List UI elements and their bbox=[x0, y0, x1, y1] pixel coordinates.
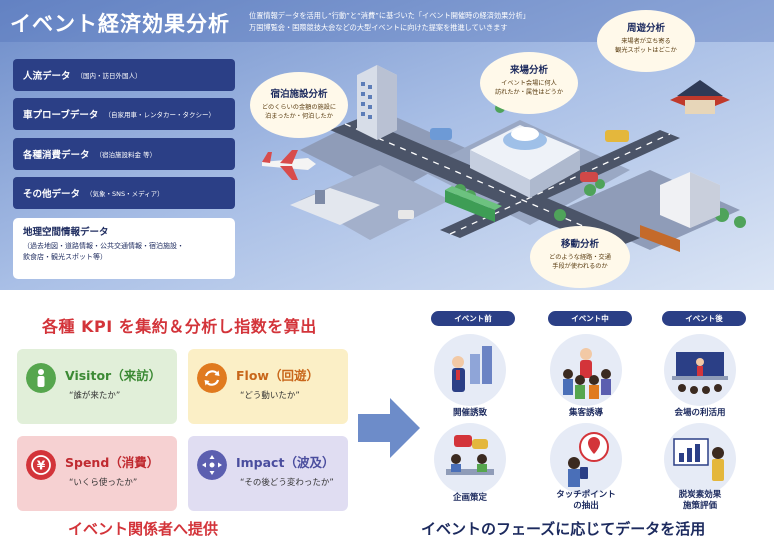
data-source-other: その他データ （気象・SNS・メディア） bbox=[13, 177, 235, 209]
use-label-line-2: 施策評価 bbox=[682, 501, 717, 511]
bubble-desc-line-2: 手段が使われるのか bbox=[552, 263, 608, 270]
kpi-card-spend: ¥ Spend（消費） “いくら使ったか” bbox=[17, 436, 177, 511]
top-panel: イベント経済効果分析 位置情報データを活用し“行動”と“消費”に基づいた「イベン… bbox=[0, 0, 774, 290]
yen-icon: ¥ bbox=[26, 450, 56, 480]
use-label-line-1: 脱炭素効果 bbox=[678, 490, 722, 500]
use-illustration-venue bbox=[664, 334, 736, 406]
bubble-desc: 来場者が立ち寄る 観光スポットはどこか bbox=[597, 37, 695, 55]
person-icon bbox=[26, 363, 56, 393]
kpi-title: 各種 KPI を集約＆分析し指数を算出 bbox=[42, 317, 317, 336]
svg-text:¥: ¥ bbox=[37, 459, 46, 473]
chart-board-illustration bbox=[673, 438, 724, 481]
stage-illustration bbox=[672, 352, 728, 394]
bubble-visit-analysis: 来場分析 イベント会場に何人 訪れたか・属性はどうか bbox=[480, 52, 578, 114]
bubble-desc-line-1: 来場者が立ち寄る bbox=[621, 38, 671, 45]
crowd-illustration bbox=[563, 348, 611, 399]
kpi-card-desc: “いくら使ったか” bbox=[69, 478, 138, 488]
bubble-desc-line-1: どのような経路・交通 bbox=[549, 254, 611, 261]
geo-data-detail-line-2: 飲食店・観光スポット等） bbox=[23, 253, 107, 261]
data-source-label: 車プローブデータ bbox=[23, 110, 99, 121]
use-label-decarbon: 脱炭素効果 施策評価 bbox=[650, 490, 750, 512]
use-label-planning: 企画策定 bbox=[452, 493, 487, 503]
phase-before: イベント前 bbox=[431, 311, 515, 326]
data-source-people-flow: 人流データ （国内・訪日外国人） bbox=[13, 59, 235, 91]
phone-map-illustration bbox=[568, 432, 609, 487]
data-source-consumption: 各種消費データ （宿泊施設料金 等） bbox=[13, 138, 235, 170]
kpi-card-name: Impact（波及） bbox=[236, 455, 335, 470]
page-subtitle: 位置情報データを活用し“行動”と“消費”に基づいた「イベント開催時の経済効果分析… bbox=[249, 10, 589, 34]
bubble-title: 移動分析 bbox=[560, 239, 599, 250]
subtitle-line-2: 万国博覧会・国際競技大会などの大型イベントに向けた提案を推進していきます bbox=[249, 23, 508, 32]
presenter-illustration bbox=[452, 346, 492, 392]
data-source-detail: （気象・SNS・メディア） bbox=[86, 190, 164, 198]
bubble-title: 周遊分析 bbox=[626, 23, 665, 34]
use-illustration-bidding bbox=[434, 334, 506, 406]
bubble-desc: イベント会場に何人 訪れたか・属性はどうか bbox=[480, 79, 578, 97]
use-illustration-touchpoint bbox=[550, 423, 622, 495]
bubble-title: 来場分析 bbox=[509, 65, 548, 76]
right-arrow-icon bbox=[358, 398, 420, 458]
kpi-card-flow: Flow（回遊） “どう動いたか” bbox=[188, 349, 348, 424]
bubble-lodging-analysis: 宿泊施設分析 どのくらいの金額の施設に 泊まったか・何泊したか bbox=[250, 72, 348, 138]
data-source-label: 各種消費データ bbox=[23, 150, 90, 161]
data-source-detail: （国内・訪日外国人） bbox=[76, 72, 142, 80]
subtitle-line-1: 位置情報データを活用し“行動”と“消費”に基づいた「イベント開催時の経済効果分析… bbox=[249, 11, 530, 20]
use-illustration-planning bbox=[434, 423, 506, 495]
bubble-desc-line-2: 泊まったか・何泊したか bbox=[265, 113, 333, 120]
data-source-detail: （自家用車・レンタカー・タクシー） bbox=[104, 111, 215, 119]
geo-data-detail: （過去地図・道路情報・公共交通情報・宿泊施設・ 飲食店・観光スポット等） bbox=[23, 241, 225, 263]
data-source-label: 人流データ bbox=[23, 71, 71, 82]
bubble-tour-analysis: 周遊分析 来場者が立ち寄る 観光スポットはどこか bbox=[597, 10, 695, 72]
use-label-attraction: 集客誘導 bbox=[568, 408, 603, 418]
bubble-title: 宿泊施設分析 bbox=[270, 89, 328, 100]
use-illustration-decarbon bbox=[664, 423, 736, 495]
kpi-card-visitor: Visitor（来訪） “誰が来たか” bbox=[17, 349, 177, 424]
kpi-card-impact: Impact（波及） “その後どう変わったか” bbox=[188, 436, 348, 511]
data-source-detail: （宿泊施設料金 等） bbox=[95, 151, 157, 159]
use-label-line-2: の抽出 bbox=[573, 501, 599, 511]
phase-footer: イベントのフェーズに応じてデータを活用 bbox=[421, 520, 706, 538]
kpi-card-desc: “誰が来たか” bbox=[69, 391, 121, 401]
geo-data-label: 地理空間情報データ bbox=[23, 227, 109, 238]
kpi-card-desc: “その後どう変わったか” bbox=[240, 478, 334, 488]
bubble-desc-line-1: どのくらいの金額の施設に bbox=[261, 104, 337, 111]
data-source-label: その他データ bbox=[23, 189, 81, 200]
cycle-arrows-icon bbox=[197, 363, 227, 393]
use-label-line-1: タッチポイント bbox=[556, 490, 616, 500]
kpi-footer: イベント関係者へ提供 bbox=[68, 520, 219, 538]
bubble-desc: どのくらいの金額の施設に 泊まったか・何泊したか bbox=[250, 103, 348, 121]
use-illustration-attraction bbox=[550, 334, 622, 406]
geo-data-detail-line-1: （過去地図・道路情報・公共交通情報・宿泊施設・ bbox=[23, 242, 184, 250]
kpi-card-name: Visitor（来訪） bbox=[65, 368, 162, 383]
phase-during: イベント中 bbox=[548, 311, 632, 326]
expand-arrows-icon bbox=[197, 450, 227, 480]
data-source-car-probe: 車プローブデータ （自家用車・レンタカー・タクシー） bbox=[13, 98, 235, 130]
bubble-desc-line-2: 観光スポットはどこか bbox=[615, 47, 677, 54]
use-label-venue: 会場の利活用 bbox=[674, 408, 726, 418]
page-title: イベント経済効果分析 bbox=[10, 12, 230, 36]
bubble-desc-line-2: 訪れたか・属性はどうか bbox=[494, 89, 564, 96]
bubble-desc: どのような経路・交通 手段が使われるのか bbox=[530, 253, 630, 271]
use-label-touchpoint: タッチポイント の抽出 bbox=[536, 490, 636, 512]
kpi-card-name: Flow（回遊） bbox=[236, 368, 319, 383]
kpi-card-desc: “どう動いたか” bbox=[240, 391, 300, 401]
use-label-bidding: 開催誘致 bbox=[452, 408, 487, 418]
meeting-illustration bbox=[446, 435, 494, 475]
bubble-desc-line-1: イベント会場に何人 bbox=[501, 80, 557, 87]
kpi-card-name: Spend（消費） bbox=[65, 455, 160, 470]
phase-after: イベント後 bbox=[662, 311, 746, 326]
bubble-movement-analysis: 移動分析 どのような経路・交通 手段が使われるのか bbox=[530, 226, 630, 288]
geo-data-box: 地理空間情報データ （過去地図・道路情報・公共交通情報・宿泊施設・ 飲食店・観光… bbox=[13, 218, 235, 279]
